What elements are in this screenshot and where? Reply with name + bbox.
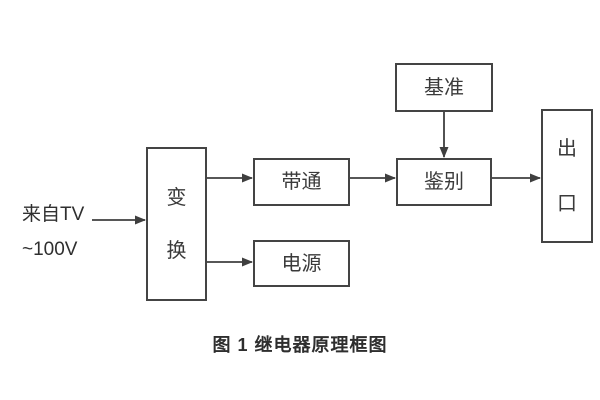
- block-discriminator-label: 鉴别: [424, 171, 464, 193]
- block-output: 出 口: [541, 109, 593, 243]
- figure-caption: 图 1 继电器原理框图: [212, 335, 388, 355]
- block-output-char-2: 口: [557, 192, 577, 215]
- input-source-label-line1: 来自TV: [22, 204, 85, 225]
- block-power: 电源: [253, 240, 350, 287]
- input-source-label-line2: ~100V: [22, 239, 78, 260]
- block-discriminator: 鉴别: [396, 158, 492, 206]
- block-reference: 基准: [395, 63, 493, 112]
- block-transform: 变 换: [146, 147, 207, 301]
- block-bandpass: 带通: [253, 158, 350, 206]
- block-transform-char-2: 换: [166, 239, 187, 262]
- block-transform-char-1: 变: [166, 186, 187, 209]
- input-source-label: 来自TV ~100V: [22, 205, 84, 259]
- block-power-label: 电源: [281, 252, 322, 275]
- block-reference-label: 基准: [424, 76, 464, 99]
- block-bandpass-label: 带通: [281, 171, 322, 193]
- block-output-char-1: 出: [557, 137, 577, 160]
